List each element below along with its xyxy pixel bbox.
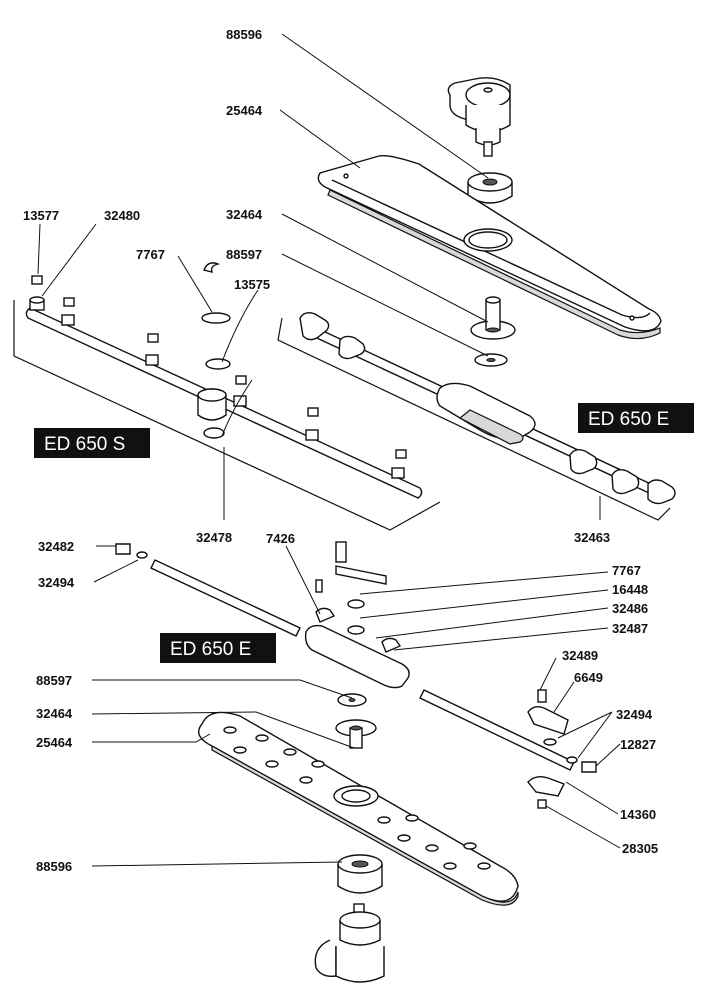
label-32489: 32489: [562, 648, 598, 663]
label-32487: 32487: [612, 621, 648, 636]
label-32464-low: 32464: [36, 706, 73, 721]
motor-shaft-low: [314, 903, 385, 983]
tube-assembly-32478: [25, 262, 423, 499]
label-28305: 28305: [622, 841, 658, 856]
spray-arm-low: [198, 711, 519, 906]
frame-ed650e-top: [277, 317, 671, 521]
label-25464-low: 25464: [36, 735, 73, 750]
label-32482: 32482: [38, 539, 74, 554]
label-88596-low: 88596: [36, 859, 72, 874]
label-32486: 32486: [612, 601, 648, 616]
label-32494-right: 32494: [616, 707, 653, 722]
svg-text:ED 650 E: ED 650 E: [170, 639, 251, 660]
bearing-88596-low: [337, 854, 383, 894]
lower-tube-right: [419, 689, 597, 809]
label-12827: 12827: [620, 737, 656, 752]
label-88597-low: 88597: [36, 673, 72, 688]
tag-ed650e-top: ED 650 E: [578, 403, 694, 433]
label-6649: 6649: [574, 670, 603, 685]
label-14360: 14360: [620, 807, 656, 822]
bearing-88596-top: [467, 172, 513, 204]
label-32494-left: 32494: [38, 575, 75, 590]
tube-assembly-32463: [299, 311, 676, 505]
lower-tube-left: [115, 543, 301, 637]
motor-shaft-top: [447, 77, 511, 157]
svg-text:ED 650 E: ED 650 E: [588, 409, 669, 430]
label-32463: 32463: [574, 530, 610, 545]
leader-lines: [37, 33, 621, 867]
hub-32464-mid: [470, 296, 516, 340]
label-13577: 13577: [23, 208, 59, 223]
label-7426: 7426: [266, 531, 295, 546]
label-13575: 13575: [234, 277, 270, 292]
label-25464-top: 25464: [226, 103, 263, 118]
label-32480: 32480: [104, 208, 140, 223]
tag-ed650e-mid: ED 650 E: [160, 633, 276, 663]
label-88596-top: 88596: [226, 27, 262, 42]
label-16448: 16448: [612, 582, 648, 597]
hub-32464-low: [335, 719, 377, 749]
label-32464-mid: 32464: [226, 207, 263, 222]
label-88597-mid: 88597: [226, 247, 262, 262]
spray-arm-top: [317, 154, 662, 340]
washer-88597-mid: [474, 353, 508, 367]
label-7767-left: 7767: [136, 247, 165, 262]
frame-ed650s: [13, 300, 441, 531]
tag-ed650s: ED 650 S: [34, 428, 150, 458]
label-32478: 32478: [196, 530, 232, 545]
manifold-block: [304, 541, 410, 689]
label-7767-right: 7767: [612, 563, 641, 578]
svg-text:ED 650 S: ED 650 S: [44, 434, 125, 455]
washer-88597-low: [337, 693, 367, 707]
